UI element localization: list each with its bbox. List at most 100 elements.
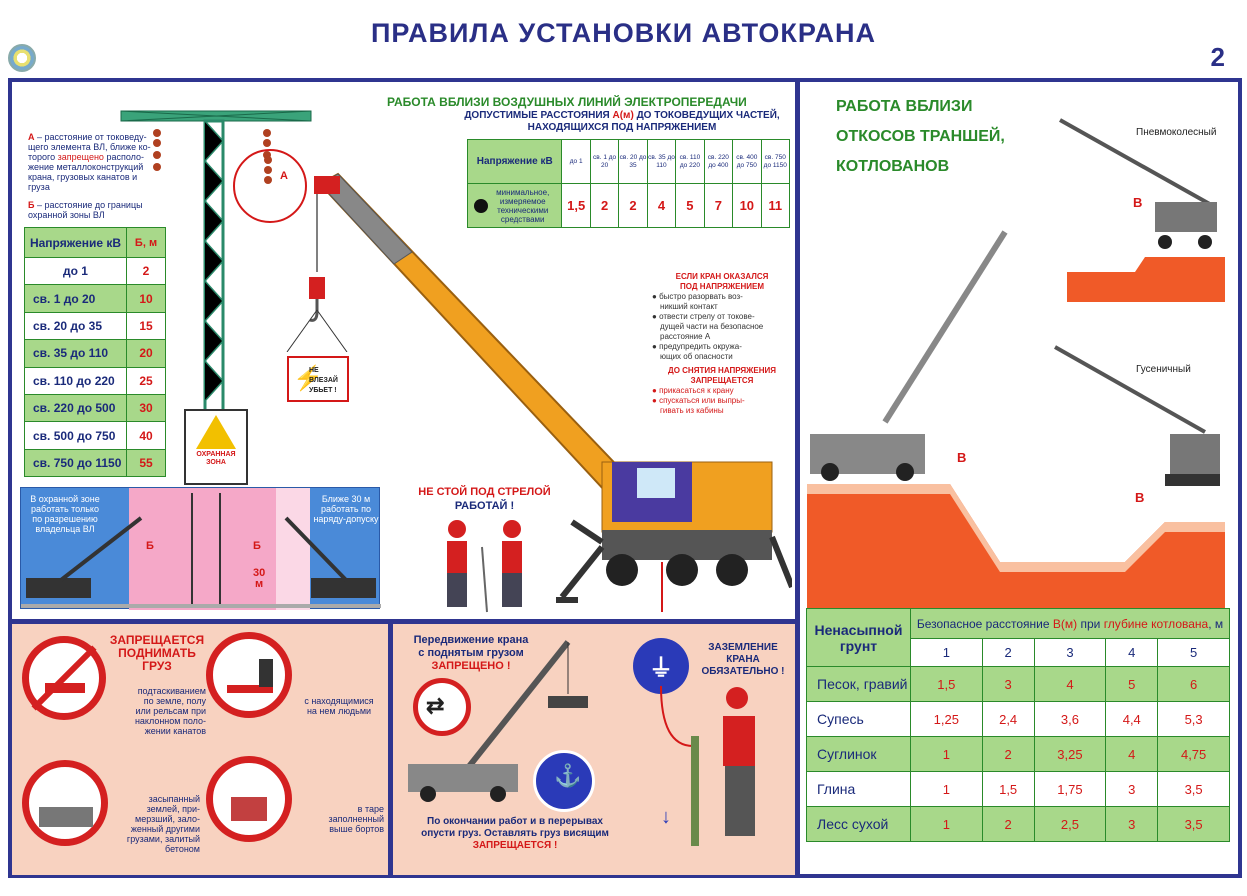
no-moving-sign-icon: ⇄ [413,678,471,736]
soil-value: 2,4 [981,701,1035,737]
soil-depth: 3 [1033,638,1107,667]
no-overfilled-container-sign-icon [206,756,292,842]
soil-head: Ненасыпной грунт [806,608,911,667]
soil-value: 4,75 [1157,736,1230,772]
a-table-voltage: св. 400 до 750 [732,139,762,184]
power-lines-panel: А – расстояние от токоведу- щего элемент… [12,82,795,619]
insulator-circle-icon [233,149,307,223]
label-crawler: Гусеничный [1136,364,1191,375]
a-table-voltage: св. 35 до 110 [646,139,677,184]
soil-value: 3 [1105,806,1159,842]
soil-depth: 5 [1157,638,1230,667]
truck-crane-illustration [314,172,792,612]
soil-value: 4 [1105,736,1159,772]
soil-value: 3,5 [1157,806,1230,842]
a-table-value: 4 [646,183,677,228]
soil-value: 1 [910,736,983,772]
power-line-tower [120,110,312,413]
a-table-value: 10 [732,183,762,228]
a-table-voltage: до 1 [561,139,591,184]
soil-value: 5 [1105,666,1159,702]
page-number: 2 [1210,42,1225,72]
logo-icon [8,44,36,72]
soil-head-distance: Безопасное расстояние В(м) при глубине к… [910,608,1230,639]
soil-value: 1,5 [981,771,1035,807]
b-table-head-b: Б, м [126,227,166,258]
b-table-value: 20 [126,339,166,368]
b-table-value: 40 [126,421,166,450]
b-table-voltage: св. 750 до 1150 [24,448,127,478]
lower-load-sign-icon: ⚓ [533,750,595,812]
a-table-voltage: св. 110 до 220 [675,139,705,184]
soil-value: 3 [981,666,1035,702]
b-table-voltage: св. 110 до 220 [24,366,127,395]
page-title: ПРАВИЛА УСТАНОВКИ АВТОКРАНА [370,18,877,48]
b-table-voltage: св. 500 до 750 [24,421,127,450]
a-table-value: 1,5 [561,183,591,228]
soil-name: Лесс сухой [806,806,911,842]
b-table-voltage: до 1 [24,256,127,286]
trench-b1: В [1133,195,1142,210]
a-table-voltage: св. 750 до 1150 [760,139,791,184]
a-table-value: 5 [675,183,705,228]
a-table-value: 7 [703,183,734,228]
soil-value: 6 [1157,666,1230,702]
b-table-voltage: св. 20 до 35 [24,311,127,341]
arrow-down-icon: ↓ [661,806,671,828]
b-table-head-voltage: Напряжение кВ [24,227,127,258]
a-table-voltage: св. 1 до 20 [589,139,620,184]
trench-b3: В [1135,490,1144,505]
soil-value: 2 [981,736,1035,772]
a-table-value: 2 [589,183,620,228]
soil-value: 2 [981,806,1035,842]
soil-value: 2,5 [1033,806,1107,842]
soil-value: 3,5 [1157,771,1230,807]
no-dragging-sign-icon [22,636,106,720]
trench-illustration: В В В [807,118,1225,622]
soil-value: 4 [1033,666,1107,702]
divider [10,619,795,624]
note-b: Б – расстояние до границы охранной зоны … [28,200,143,220]
b-table-voltage: св. 1 до 20 [24,284,127,313]
soil-value: 5,3 [1157,701,1230,737]
power-lines-heading: РАБОТА ВБЛИЗИ ВОЗДУШНЫХ ЛИНИЙ ЭЛЕКТРОПЕР… [387,95,747,109]
soil-name: Песок, гравий [806,666,911,702]
soil-distance-table: Ненасыпной грунт Безопасное расстояние В… [806,608,1230,842]
grounding-sign-icon: ⏚ [633,638,689,694]
soil-value: 3,25 [1033,736,1107,772]
hook-icon [286,182,348,352]
b-table-voltage: св. 220 до 500 [24,393,127,423]
divider [388,622,393,875]
note-a: А – расстояние от токоведу- щего элемент… [28,132,151,192]
soil-value: 1,5 [910,666,983,702]
a-table-value: 11 [760,183,791,228]
a-table-row-min: минимальное, измеряемое техническими сре… [466,183,563,228]
warning-triangle-icon [196,415,236,449]
soil-value: 1 [910,771,983,807]
no-people-on-load-sign-icon [206,632,292,718]
b-table-voltage: св. 35 до 110 [24,339,127,368]
soil-value: 1,75 [1033,771,1107,807]
soil-depth: 1 [910,638,983,667]
